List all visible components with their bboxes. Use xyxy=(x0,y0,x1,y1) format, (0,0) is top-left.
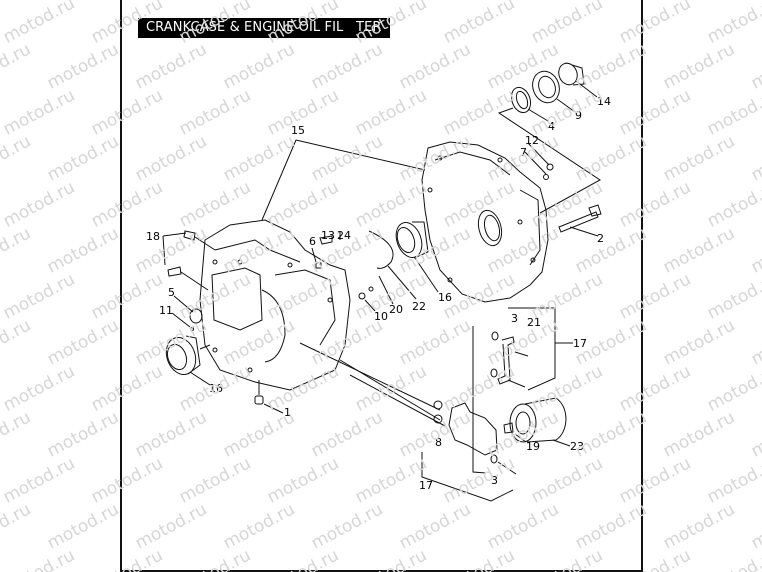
callout-22: 22 xyxy=(412,300,426,313)
callout-3-top: 3 xyxy=(511,312,518,325)
filter-adapter xyxy=(448,402,498,456)
callout-21: 21 xyxy=(527,316,541,329)
callout-16-right: 16 xyxy=(438,291,452,304)
leader-15a xyxy=(261,139,297,221)
callout-2: 2 xyxy=(597,232,604,245)
diagram-frame xyxy=(120,0,643,572)
callout-19: 19 xyxy=(526,440,540,453)
callout-3-bottom: 3 xyxy=(491,474,498,487)
callout-17-bottom: 17 xyxy=(419,479,433,492)
callout-8: 8 xyxy=(435,436,442,449)
callout-23: 23 xyxy=(570,440,584,453)
crankcase-left-half xyxy=(199,219,351,391)
retaining-ring-20 xyxy=(368,230,394,269)
callout-9: 9 xyxy=(575,109,582,122)
callout-17-right: 17 xyxy=(573,337,587,350)
bearing-22-part xyxy=(395,221,429,259)
callout-15: 15 xyxy=(291,124,305,137)
callout-5: 5 xyxy=(168,286,175,299)
callout-13: 13 xyxy=(321,229,335,242)
callout-20: 20 xyxy=(389,303,403,316)
bushing-14-part xyxy=(558,62,585,86)
callout-6: 6 xyxy=(309,235,316,248)
bearing-16-part xyxy=(165,335,201,375)
callout-12: 12 xyxy=(525,134,539,147)
bearing-9-part xyxy=(532,70,560,104)
callout-4: 4 xyxy=(548,120,555,133)
callout-10: 10 xyxy=(374,310,388,323)
callout-24: 24 xyxy=(337,229,351,242)
seal-4-part xyxy=(510,86,532,114)
callout-14: 14 xyxy=(597,95,611,108)
callout-1: 1 xyxy=(284,406,291,419)
callout-16-left: 16 xyxy=(209,382,223,395)
diagram-title: CRANKCASE & ENGINE OIL FIL TER xyxy=(138,18,390,38)
callout-11: 11 xyxy=(159,304,173,317)
crankcase-right-half xyxy=(421,141,549,303)
callout-7: 7 xyxy=(520,146,527,159)
leader-15b xyxy=(295,139,426,171)
callout-18: 18 xyxy=(146,230,160,243)
